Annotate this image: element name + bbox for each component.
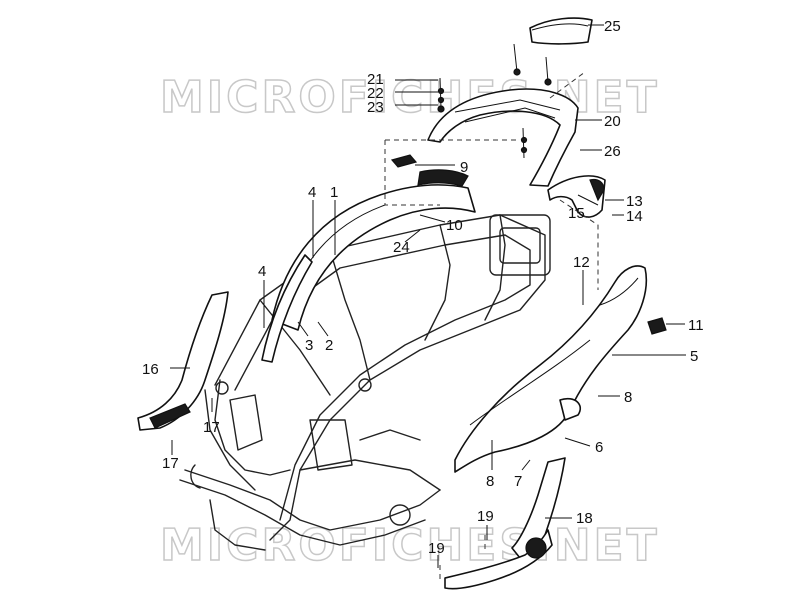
part-11 (647, 317, 667, 335)
bolts (437, 43, 552, 159)
part-16 (137, 291, 229, 431)
part-4 (261, 254, 313, 363)
callout-15: 15 (568, 205, 585, 222)
callout-19-lower: 19 (428, 540, 445, 557)
callout-6: 6 (595, 439, 603, 456)
callout-labels: 25 21 22 23 20 26 9 4 1 10 24 15 13 14 1… (142, 18, 704, 557)
callout-9: 9 (460, 159, 468, 176)
assembly-lines (384, 71, 599, 580)
callout-1: 1 (330, 184, 338, 201)
callout-14: 14 (626, 208, 643, 225)
callout-18: 18 (576, 510, 593, 527)
callout-11: 11 (688, 317, 704, 334)
callout-4-left: 4 (258, 263, 266, 280)
callout-8-lower: 8 (486, 473, 494, 490)
callout-12: 12 (573, 254, 590, 271)
watermark-bottom: MICROFICHES.NET (160, 520, 660, 571)
callout-19-upper: 19 (477, 508, 494, 525)
part-9 (390, 154, 418, 168)
callout-23: 23 (367, 99, 384, 116)
callout-22: 22 (367, 85, 384, 102)
callout-10: 10 (446, 217, 463, 234)
callout-25: 25 (604, 18, 621, 35)
callout-7: 7 (514, 473, 522, 490)
callout-8-right: 8 (624, 389, 632, 406)
callout-20: 20 (604, 113, 621, 130)
part-25 (529, 17, 593, 45)
leader-lines (170, 24, 686, 568)
callout-4-top: 4 (308, 184, 316, 201)
part-13 (547, 175, 606, 218)
callout-5: 5 (690, 348, 698, 365)
callout-17-lower: 17 (162, 455, 179, 472)
callout-3: 3 (305, 337, 313, 354)
callout-2: 2 (325, 337, 333, 354)
scooter-frame (179, 214, 551, 551)
callout-17-upper: 17 (203, 419, 220, 436)
callout-21: 21 (367, 71, 384, 88)
callout-24: 24 (393, 239, 410, 256)
callout-26: 26 (604, 143, 621, 160)
callout-13: 13 (626, 193, 643, 210)
part-19 (444, 529, 553, 590)
callout-16: 16 (142, 361, 159, 378)
